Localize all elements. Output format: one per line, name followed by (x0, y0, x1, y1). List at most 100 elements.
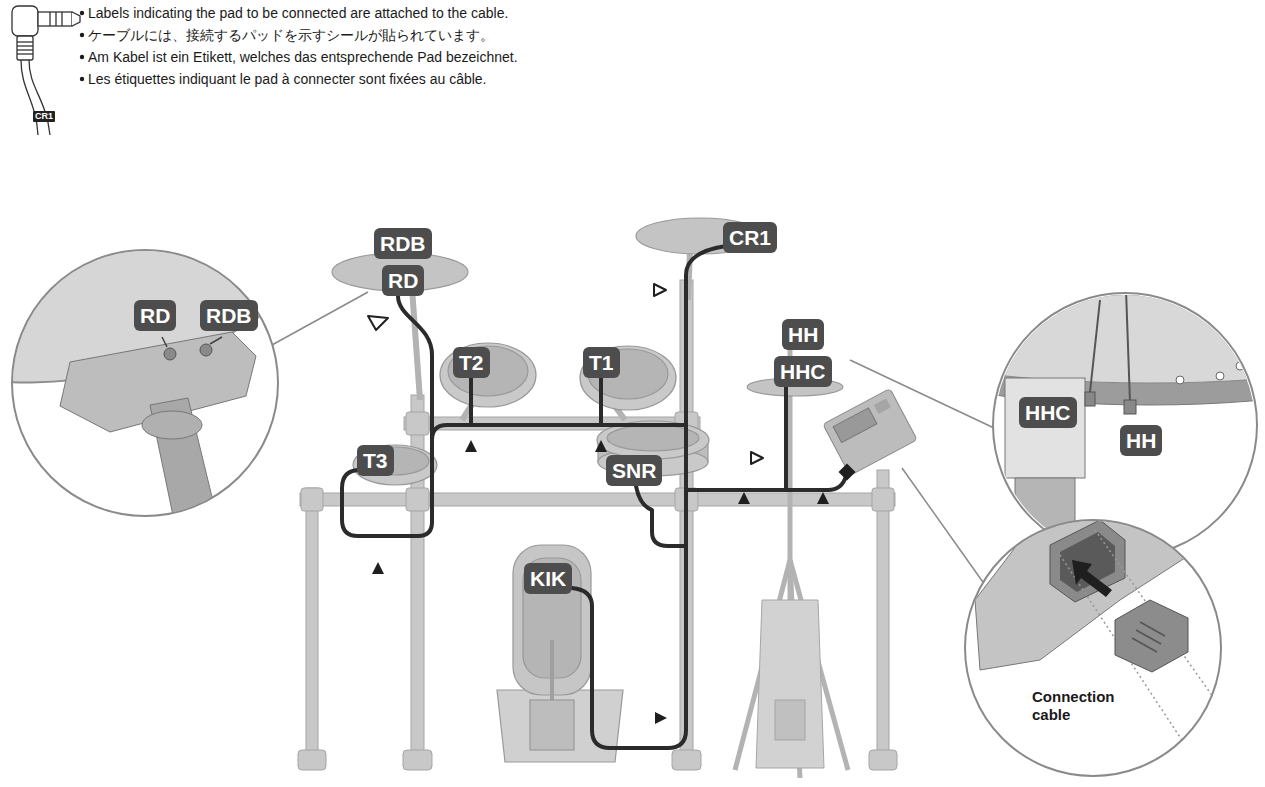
hi-hat-closeup-part-part (1090, 300, 1100, 392)
rack-frame-part (301, 488, 323, 511)
label-text: CR1 (35, 111, 53, 122)
module-closeup-part-part (1072, 560, 1112, 597)
module-closeup-part-part (1050, 520, 1125, 602)
routing-arrow-hollow-part (368, 316, 388, 330)
pad-label: RDB (200, 300, 258, 331)
drum-pad-part (353, 445, 437, 485)
bullet-part (80, 11, 84, 15)
pad-cable-part (599, 378, 603, 425)
cymbal-part (412, 288, 420, 400)
sound-module-part (823, 389, 917, 476)
hi-hat-closeup (880, 290, 1265, 608)
label-text: T1 (589, 350, 614, 375)
hi-hat-closeup-part-part (1085, 392, 1095, 406)
hi-hat-closeup-part-part (1126, 290, 1130, 402)
bullet-part (80, 33, 84, 37)
bullet-part (80, 77, 84, 81)
rack-frame-part (298, 750, 326, 770)
leader-line-part (850, 360, 994, 428)
routing-arrow-hollow (368, 284, 763, 464)
module-closeup-part (975, 515, 1250, 772)
module-closeup-part-part (1115, 600, 1188, 672)
plug-icon-part (17, 36, 33, 60)
pad-cable-part (572, 246, 726, 748)
sound-module-part (833, 408, 877, 443)
module-closeup-part-part (1230, 730, 1250, 748)
pad-label: RD (134, 300, 176, 331)
plug-icon-part (61, 12, 62, 26)
plug-icon-part (72, 12, 80, 26)
leader-line (272, 292, 994, 585)
rack-frame-part (406, 488, 429, 511)
drum-pad-part (361, 447, 429, 475)
routing-arrow-part (655, 712, 667, 724)
hi-hat-closeup-part (880, 290, 1265, 608)
pad-label: T3 (357, 445, 394, 476)
pad-label: CR1 (723, 222, 777, 253)
pad-label: T1 (583, 347, 620, 378)
pad-label: HH (782, 319, 824, 350)
hi-hat-closeup-part-part (996, 364, 1004, 372)
label-text: KIK (530, 566, 566, 591)
module-closeup-part-part (1060, 532, 1115, 592)
ride-closeup-part-part (162, 337, 167, 347)
plug-icon-part (17, 49, 33, 50)
pad-cable (342, 246, 846, 748)
pad-cable-part (686, 476, 846, 490)
plug-icon-part (17, 41, 33, 42)
pad-label: SNR (606, 455, 662, 486)
rack-frame-part (306, 488, 318, 753)
cymbal-part (688, 250, 690, 300)
ride-closeup-part (12, 250, 278, 516)
plug-icon (12, 6, 80, 135)
kick-pad-part (550, 640, 554, 700)
module-closeup-part-part (1060, 555, 1195, 760)
hi-hat-stand-part (775, 700, 805, 740)
plug-icon-part (29, 60, 50, 135)
rack-frame (298, 280, 897, 770)
sound-module-part (874, 398, 891, 413)
label-text: RD (140, 303, 170, 328)
label-text: T2 (459, 350, 484, 375)
drum-pad-part (580, 346, 676, 410)
note-text: Am Kabel ist ein Etikett, welches das en… (88, 47, 518, 67)
pad-label: HHC (774, 356, 832, 387)
cable-connector (839, 464, 856, 481)
callout-label: Connection cable (1030, 688, 1129, 724)
label-text: RDB (206, 303, 252, 328)
routing-arrow (372, 440, 829, 724)
hi-hat-closeup-part-part (1216, 372, 1224, 380)
pad-cable-part (342, 425, 686, 536)
module-closeup (965, 515, 1250, 776)
hi-hat-stand (735, 330, 848, 778)
ride-closeup-part-part (142, 411, 202, 439)
module-closeup-part-part (1185, 754, 1205, 772)
kick-pad-part (530, 700, 574, 750)
routing-arrow-part (595, 440, 607, 452)
ride-closeup-part-part (164, 348, 176, 360)
hi-hat-closeup-part-part (1005, 378, 1085, 478)
bullet-part (80, 55, 84, 59)
rack-frame-part (877, 470, 889, 753)
ride-closeup-part-part (210, 337, 222, 344)
drum-pad-part (448, 346, 528, 396)
pad-cable-part (398, 296, 432, 440)
module-closeup-part-part (1132, 638, 1157, 652)
pad-label: HHC (1019, 397, 1077, 428)
plug-icon-part (49, 12, 50, 26)
pad-label: RDB (374, 228, 432, 259)
routing-arrow-part (372, 562, 384, 574)
label-text: HH (1126, 428, 1156, 453)
pad-label: T2 (453, 347, 490, 378)
routing-arrow-hollow-part (654, 284, 666, 296)
kick-pad (497, 545, 623, 762)
label-text: T3 (363, 448, 388, 473)
plug-icon-part (38, 12, 72, 26)
rack-frame-part (872, 488, 894, 511)
pad-cable-part (469, 378, 473, 425)
plug-icon-part (55, 12, 56, 26)
kick-pad-part (497, 690, 623, 762)
routing-arrow-part (738, 492, 750, 504)
